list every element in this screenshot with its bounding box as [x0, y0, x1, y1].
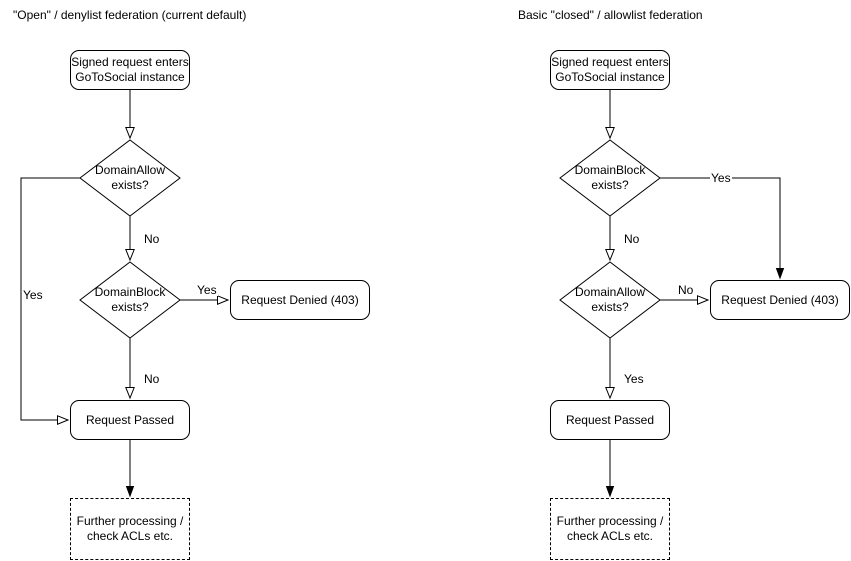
- left-further-processing-node: Further processing / check ACLs etc.: [70, 498, 190, 560]
- right-start-node-line1: Signed request enters: [551, 55, 669, 69]
- right-chart-title: Basic "closed" / allowlist federation: [518, 8, 703, 22]
- right-further-processing-node: Further processing / check ACLs etc.: [550, 498, 670, 560]
- right-start-node: Signed request enters GoToSocial instanc…: [550, 50, 670, 90]
- left-decision2-diamond-shape: [79, 261, 181, 339]
- left-start-node: Signed request enters GoToSocial instanc…: [70, 50, 190, 90]
- left-decision2-yes-label: Yes: [196, 283, 218, 297]
- right-passed-node: Request Passed: [550, 400, 670, 440]
- left-denied-node: Request Denied (403): [230, 280, 370, 320]
- left-edge-decision1-yes-to-passed: [20, 177, 80, 425]
- left-decision1-diamond-shape: [79, 139, 181, 217]
- right-decision2-no-label: No: [677, 283, 695, 297]
- left-passed-node: Request Passed: [70, 400, 190, 440]
- right-decision2-diamond-shape: [559, 261, 661, 339]
- left-decision2-no-label: No: [143, 372, 161, 386]
- right-decision1-yes-label: Yes: [710, 171, 732, 185]
- right-decision2-yes-label: Yes: [623, 372, 645, 386]
- right-edge-decision1-yes-to-denied: [660, 177, 785, 280]
- right-start-node-line2: GoToSocial instance: [555, 70, 665, 84]
- left-chart-title: "Open" / denylist federation (current de…: [13, 8, 247, 22]
- left-decision1-yes-label: Yes: [22, 288, 44, 302]
- left-decision1-no-label: No: [143, 232, 161, 246]
- right-decision1-no-label: No: [623, 232, 641, 246]
- left-start-node-line1: Signed request enters: [71, 55, 189, 69]
- right-denied-node: Request Denied (403): [710, 280, 850, 320]
- right-decision1-diamond-shape: [559, 139, 661, 217]
- left-start-node-line2: GoToSocial instance: [75, 70, 185, 84]
